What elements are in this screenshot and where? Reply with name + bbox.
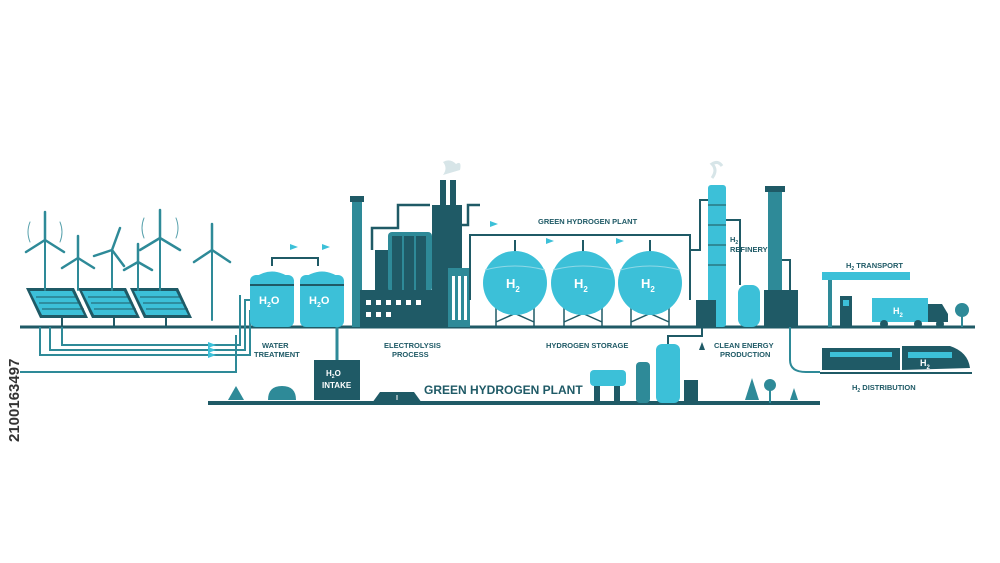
refinery-tower-icon xyxy=(690,160,798,327)
hydrogen-storage-label: HYDROGEN STORAGE xyxy=(546,341,628,350)
wind-turbine-icon xyxy=(24,208,232,321)
plant-top-label: GREEN HYDROGEN PLANT xyxy=(538,217,638,226)
water-treatment-label: WATER xyxy=(262,341,289,350)
refinery-label: H2 xyxy=(730,235,738,246)
train-label: H2 xyxy=(920,358,931,371)
tree-icon xyxy=(955,303,969,327)
sphere-1-label: H2 xyxy=(506,276,520,294)
clean-energy-label: CLEAN ENERGY xyxy=(714,341,774,350)
sphere-3-label: H2 xyxy=(641,276,655,294)
transport-label: H2 TRANSPORT xyxy=(846,261,903,272)
sphere-2-label: H2 xyxy=(574,276,588,294)
solar-panel-icon xyxy=(26,288,192,327)
flow-arrow-icon xyxy=(699,342,705,350)
intake-label: INTAKE xyxy=(322,381,352,390)
refinery-label-2: REFINERY xyxy=(730,245,768,254)
clean-energy-plant xyxy=(590,327,776,403)
electrolysis-label: ELECTROLYSIS xyxy=(384,341,441,350)
flow-arrow-icon xyxy=(322,244,330,250)
gas-station-icon xyxy=(822,272,910,327)
train-icon: H2 xyxy=(789,327,972,374)
stock-id-text: 2100163497 xyxy=(6,359,23,442)
flow-arrow-icon xyxy=(490,221,498,227)
flow-arrow-icon xyxy=(616,238,624,244)
clean-energy-label-2: PRODUCTION xyxy=(720,350,770,359)
flow-arrow-icon xyxy=(546,238,554,244)
water-tank-2-label: H2O xyxy=(309,295,330,309)
stock-id-watermark: 2100163497 xyxy=(6,359,23,442)
truck-icon: H2 xyxy=(872,298,948,328)
water-treatment-tanks: H2O H2O xyxy=(250,244,344,327)
electrolysis-label-2: PROCESS xyxy=(392,350,429,359)
truck-label: H2 xyxy=(893,306,904,319)
intake-h2o-label: H2O xyxy=(326,369,341,380)
water-treatment-label-2: TREATMENT xyxy=(254,350,300,359)
distribution-label: H2 DISTRIBUTION xyxy=(852,383,916,394)
flow-arrow-icon xyxy=(290,244,298,250)
factory-icon xyxy=(350,160,480,327)
storage-sphere-icon: H2 H2 H2 xyxy=(469,221,691,327)
power-lines xyxy=(20,295,251,373)
intake-building: H2O INTAKE xyxy=(314,327,360,400)
plant-shrubs xyxy=(228,378,798,400)
flow-arrow-icon xyxy=(208,342,216,358)
water-tank-1-label: H2O xyxy=(259,295,280,309)
road xyxy=(372,392,422,403)
plant-main-title: GREEN HYDROGEN PLANT xyxy=(424,383,583,397)
